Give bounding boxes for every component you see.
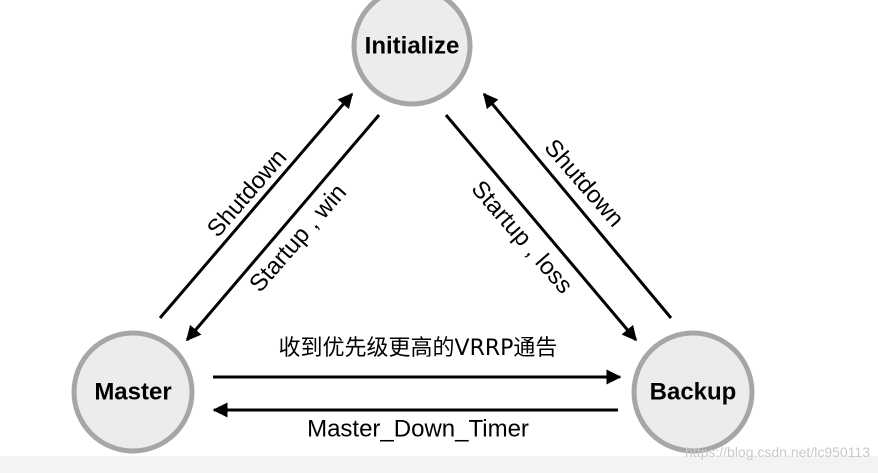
state-initialize-label: Initialize (365, 32, 460, 59)
edge-initialize-to-master (185, 114, 381, 342)
state-master-label: Master (94, 378, 171, 405)
label-backup-to-master: Master_Down_Timer (307, 415, 529, 442)
label-initialize-to-backup: Startup , loss (466, 176, 578, 299)
edge-backup-to-initialize (482, 92, 673, 319)
state-master: Master (71, 330, 195, 454)
state-initialize: Initialize (351, 0, 473, 107)
edge-initialize-to-backup (444, 114, 638, 342)
bottom-strip (0, 456, 878, 473)
state-backup-label: Backup (650, 378, 737, 405)
watermark-text: https://blog.csdn.net/lc950113 (685, 444, 870, 460)
edge-master-to-initialize (158, 92, 354, 319)
label-master-to-initialize: Shutdown (202, 144, 292, 242)
state-backup: Backup (631, 330, 755, 454)
label-master-to-backup: 收到优先级更高的VRRP通告 (279, 336, 558, 361)
label-backup-to-initialize: Shutdown (539, 134, 629, 232)
